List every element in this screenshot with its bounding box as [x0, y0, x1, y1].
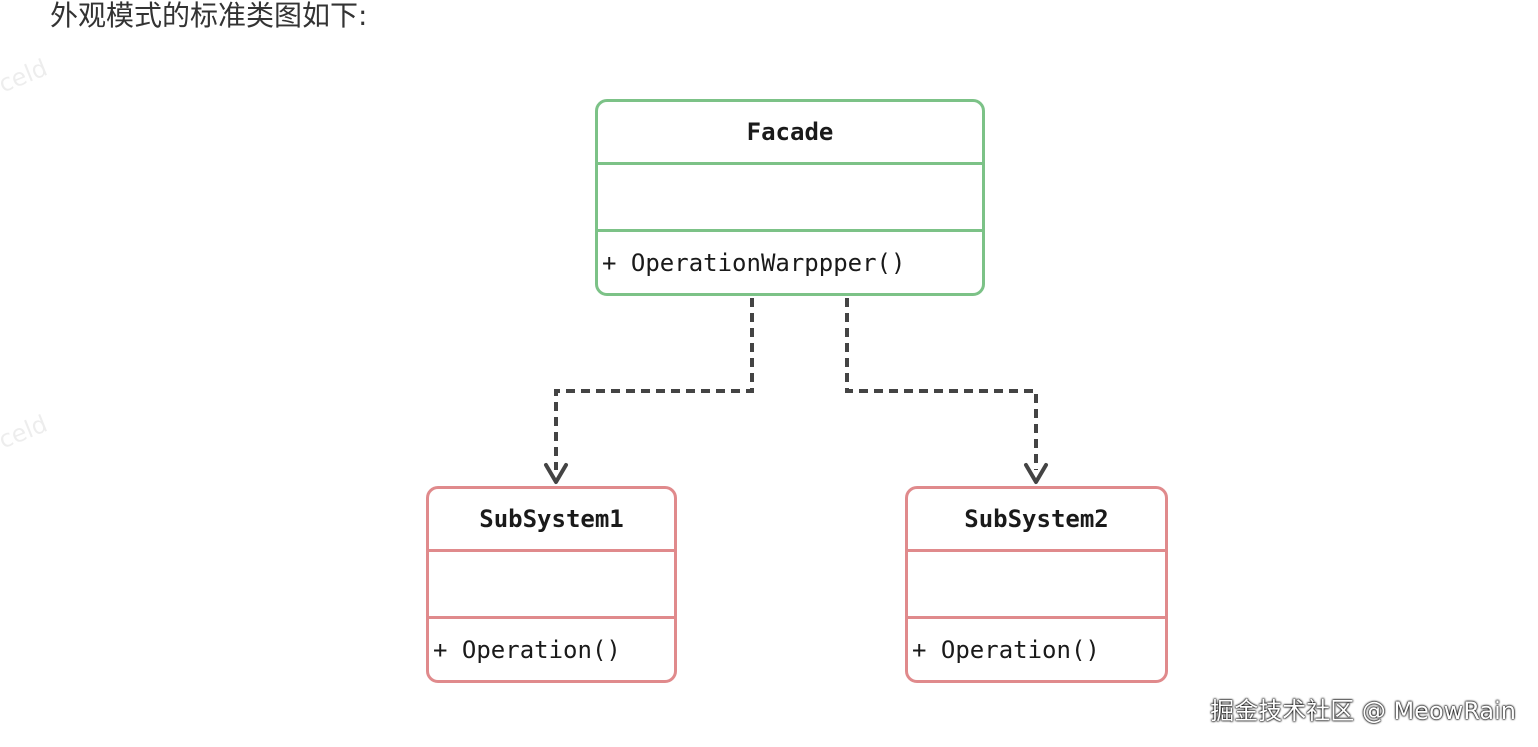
class-attributes: [598, 165, 982, 232]
subsystem1-class-box: SubSystem1 + Operation(): [426, 486, 677, 683]
subsystem2-class-box: SubSystem2 + Operation(): [905, 486, 1168, 683]
class-method: + Operation(): [433, 635, 621, 664]
class-method: + OperationWarppper(): [602, 248, 906, 277]
class-method: + Operation(): [912, 635, 1100, 664]
class-name: Facade: [598, 102, 982, 165]
class-name: SubSystem1: [429, 489, 674, 552]
intro-text: 外观模式的标准类图如下:: [50, 0, 368, 32]
source-credit: 掘金技术社区 @ MeowRain: [1210, 697, 1516, 725]
class-name: SubSystem2: [908, 489, 1165, 552]
class-attributes: [908, 552, 1165, 619]
dependency-facade-to-subsystem1: [544, 298, 754, 484]
arrowhead-icon: [544, 463, 568, 484]
dependency-facade-to-subsystem2: [845, 298, 1048, 484]
class-attributes: [429, 552, 674, 619]
facade-class-box: Facade + OperationWarppper(): [595, 99, 985, 296]
arrowhead-icon: [1024, 463, 1048, 484]
